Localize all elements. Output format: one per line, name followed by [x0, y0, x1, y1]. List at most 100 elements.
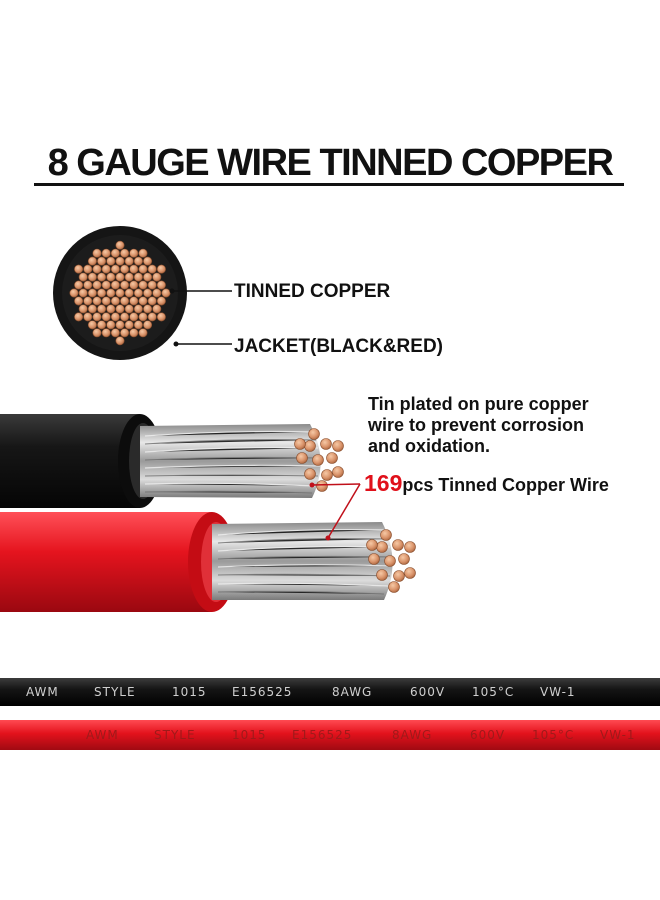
strand	[87, 320, 97, 330]
strand	[101, 280, 111, 290]
copper-strands	[69, 240, 171, 346]
page-title: 8 GAUGE WIRE TINNED COPPER	[47, 142, 614, 184]
strand	[110, 248, 120, 258]
strand	[120, 280, 130, 290]
red-wire-strip	[0, 720, 660, 750]
strand	[101, 248, 111, 258]
strand	[101, 264, 111, 274]
strand	[87, 256, 97, 266]
strand	[124, 320, 134, 330]
strand	[156, 312, 166, 322]
strand	[129, 312, 139, 322]
strand	[124, 256, 134, 266]
description-line: Tin plated on pure copper	[368, 394, 589, 414]
black-wire-strip	[0, 678, 660, 706]
strand	[308, 428, 320, 440]
marking-token: AWM	[86, 728, 119, 742]
strand	[156, 264, 166, 274]
strand-callout	[309, 482, 361, 541]
strand	[304, 440, 316, 452]
strand	[83, 264, 93, 274]
strand	[129, 328, 139, 338]
description-line: and oxidation.	[368, 436, 491, 456]
strand	[110, 312, 120, 322]
marking-token: 8AWG	[332, 685, 373, 699]
strand	[124, 288, 134, 298]
description-text: Tin plated on pure copper wire to preven…	[368, 394, 648, 457]
strand	[92, 296, 102, 306]
label-jacket: JACKET(BLACK&RED)	[234, 336, 443, 357]
strand	[143, 272, 153, 282]
strand	[78, 288, 88, 298]
strand	[97, 320, 107, 330]
strand	[110, 328, 120, 338]
strand	[97, 304, 107, 314]
strand	[74, 296, 84, 306]
strand	[143, 320, 153, 330]
strand	[133, 288, 143, 298]
strand	[156, 296, 166, 306]
strand	[316, 480, 328, 492]
strand	[106, 256, 116, 266]
strand	[115, 320, 125, 330]
strand	[92, 328, 102, 338]
strand	[376, 541, 388, 553]
strand	[296, 452, 308, 464]
strand	[74, 280, 84, 290]
strand	[78, 304, 88, 314]
strand	[120, 328, 130, 338]
strand	[366, 539, 378, 551]
strand	[392, 539, 404, 551]
strand-ends-black	[294, 428, 344, 492]
strand	[388, 581, 400, 593]
strand	[368, 553, 380, 565]
strand	[115, 288, 125, 298]
strand	[384, 555, 396, 567]
description-line: wire to prevent corrosion	[368, 415, 585, 435]
marking-token: VW-1	[540, 685, 576, 699]
strand	[147, 264, 157, 274]
strand-count-suffix: pcs Tinned Copper Wire	[402, 475, 609, 495]
marking-token: E156525	[292, 728, 353, 742]
strand	[156, 280, 166, 290]
red-cable	[0, 512, 416, 612]
strand	[147, 312, 157, 322]
strand	[398, 553, 410, 565]
strand	[101, 312, 111, 322]
strand	[138, 248, 148, 258]
strand	[304, 468, 316, 480]
strand	[321, 469, 333, 481]
strand	[106, 304, 116, 314]
strand	[69, 288, 79, 298]
strand	[87, 288, 97, 298]
strand	[133, 256, 143, 266]
strand-count-label: 169pcs Tinned Copper Wire	[364, 470, 609, 497]
strand	[101, 296, 111, 306]
strand	[106, 320, 116, 330]
strand	[133, 272, 143, 282]
marking-token: 1015	[232, 728, 267, 742]
strand	[92, 264, 102, 274]
strand	[143, 288, 153, 298]
marking-token: 105°C	[472, 685, 515, 699]
marking-token: 600V	[470, 728, 506, 742]
strand	[115, 336, 125, 346]
strand	[147, 296, 157, 306]
strand	[129, 280, 139, 290]
strand	[129, 296, 139, 306]
marking-token: STYLE	[94, 685, 136, 699]
strand	[92, 312, 102, 322]
strand	[138, 312, 148, 322]
strand	[120, 264, 130, 274]
black-cable	[0, 414, 344, 508]
strand	[380, 529, 392, 541]
strand	[152, 288, 162, 298]
strand	[138, 264, 148, 274]
strand	[129, 264, 139, 274]
strand	[83, 312, 93, 322]
strand	[120, 296, 130, 306]
strand	[115, 240, 125, 250]
strand	[332, 440, 344, 452]
strand	[110, 280, 120, 290]
